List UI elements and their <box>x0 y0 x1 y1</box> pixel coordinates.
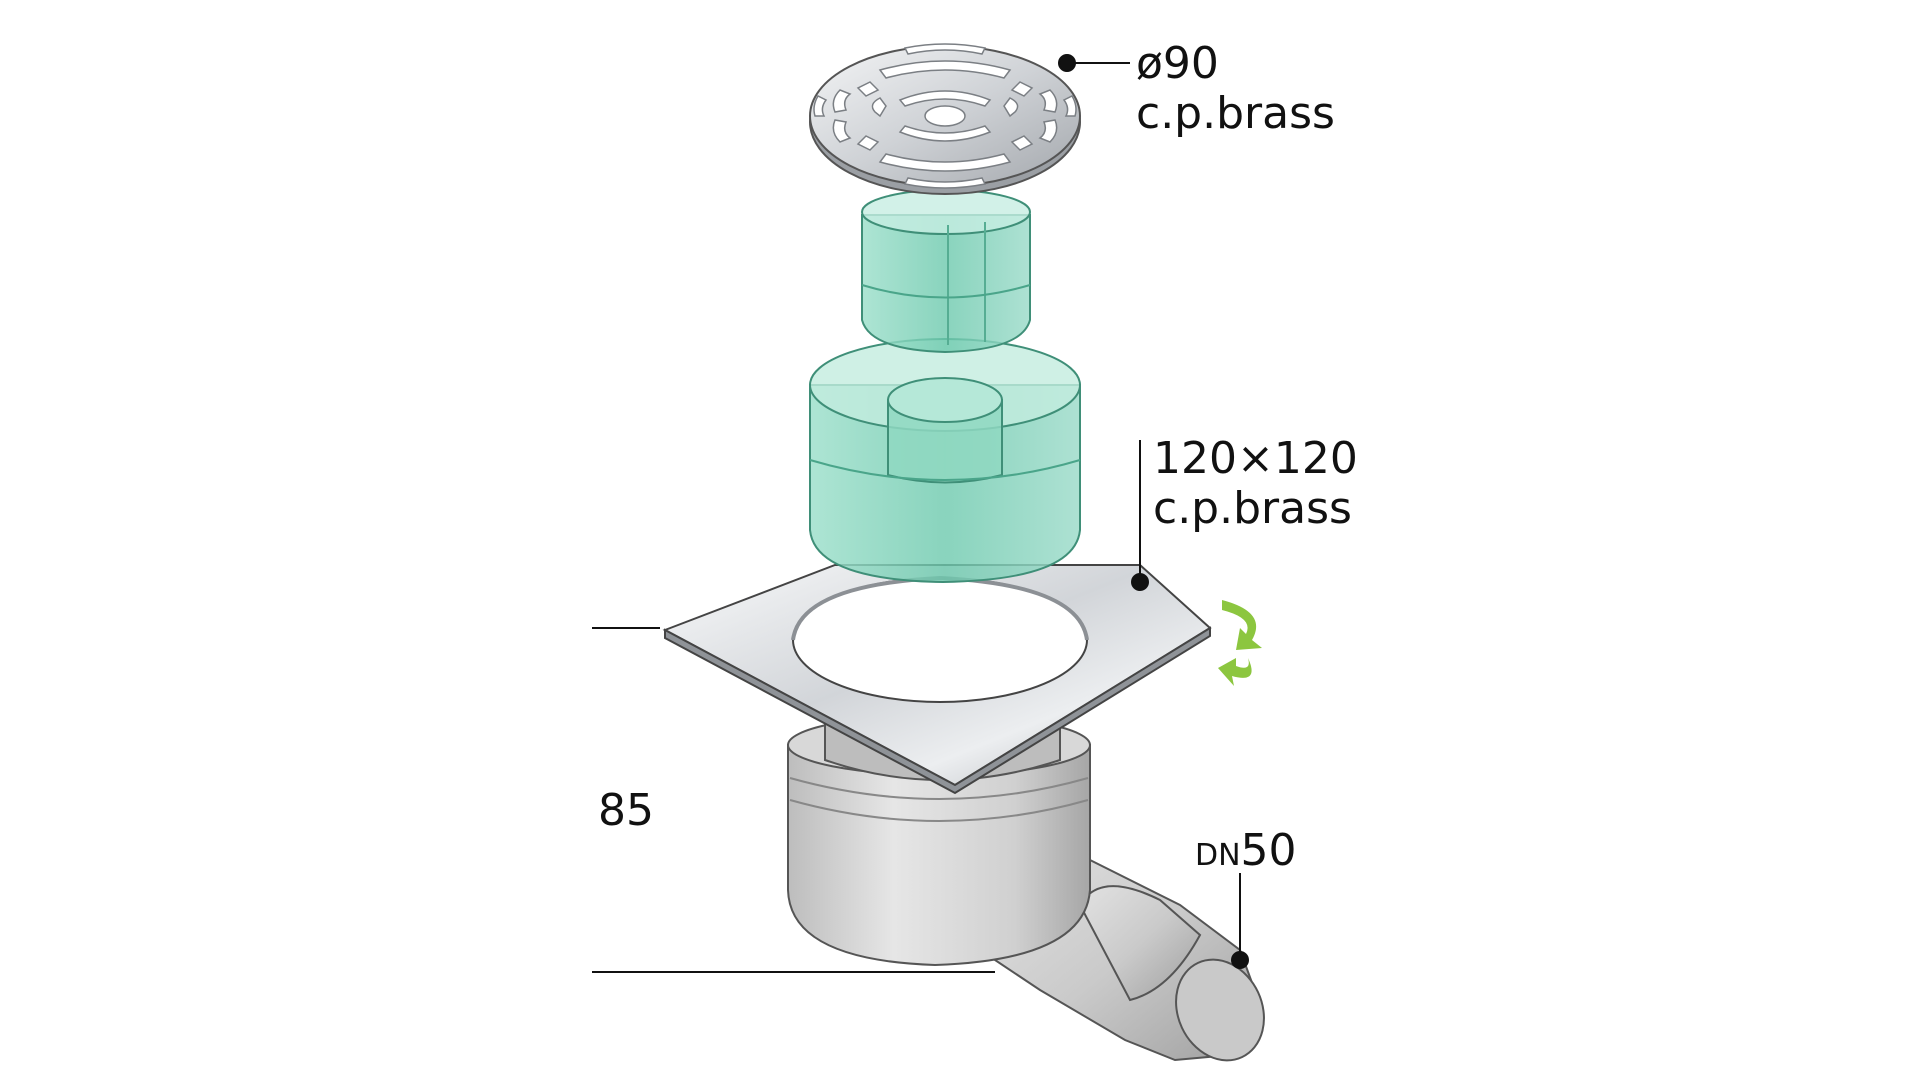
dimension-lines <box>592 627 995 973</box>
water-trap-upper <box>861 189 1031 354</box>
drain-rib-2 <box>789 799 1089 822</box>
outlet-pipe-ring <box>1078 885 1202 1002</box>
drain-cylinder <box>787 744 1091 967</box>
outlet-pipe-end <box>1175 958 1265 1062</box>
water-trap-lower <box>809 338 1081 584</box>
square-plate <box>662 564 1212 795</box>
plate-material-label: c.p.brass <box>1153 483 1352 534</box>
trap-upper-top <box>861 189 1031 235</box>
outlet-prefix: DN <box>1195 838 1241 873</box>
trap-upper-body <box>861 214 1031 354</box>
callout-dot-outlet <box>1231 951 1249 969</box>
callout-dot-grate <box>1058 54 1076 72</box>
outlet-size: 50 <box>1241 825 1297 876</box>
round-grate <box>809 43 1081 195</box>
rotate-arrow-icon <box>1218 600 1262 686</box>
outlet-size-label: DN50 <box>1195 825 1297 876</box>
trap-upper-ring <box>861 284 1031 299</box>
grate-diameter-label: ø90 <box>1136 38 1219 89</box>
grate-material-label: c.p.brass <box>1136 88 1335 139</box>
callout-leaders <box>1058 54 1249 969</box>
callout-dot-plate <box>1131 573 1149 591</box>
plate-size-label: 120×120 <box>1153 433 1358 484</box>
drain-rib <box>789 777 1089 800</box>
plate-edge <box>664 626 1211 795</box>
grate-slots <box>813 43 1077 189</box>
trap-lower-waterline <box>809 459 1081 481</box>
height-label: 85 <box>598 785 654 836</box>
trap-lower-inner-top <box>887 377 1003 423</box>
